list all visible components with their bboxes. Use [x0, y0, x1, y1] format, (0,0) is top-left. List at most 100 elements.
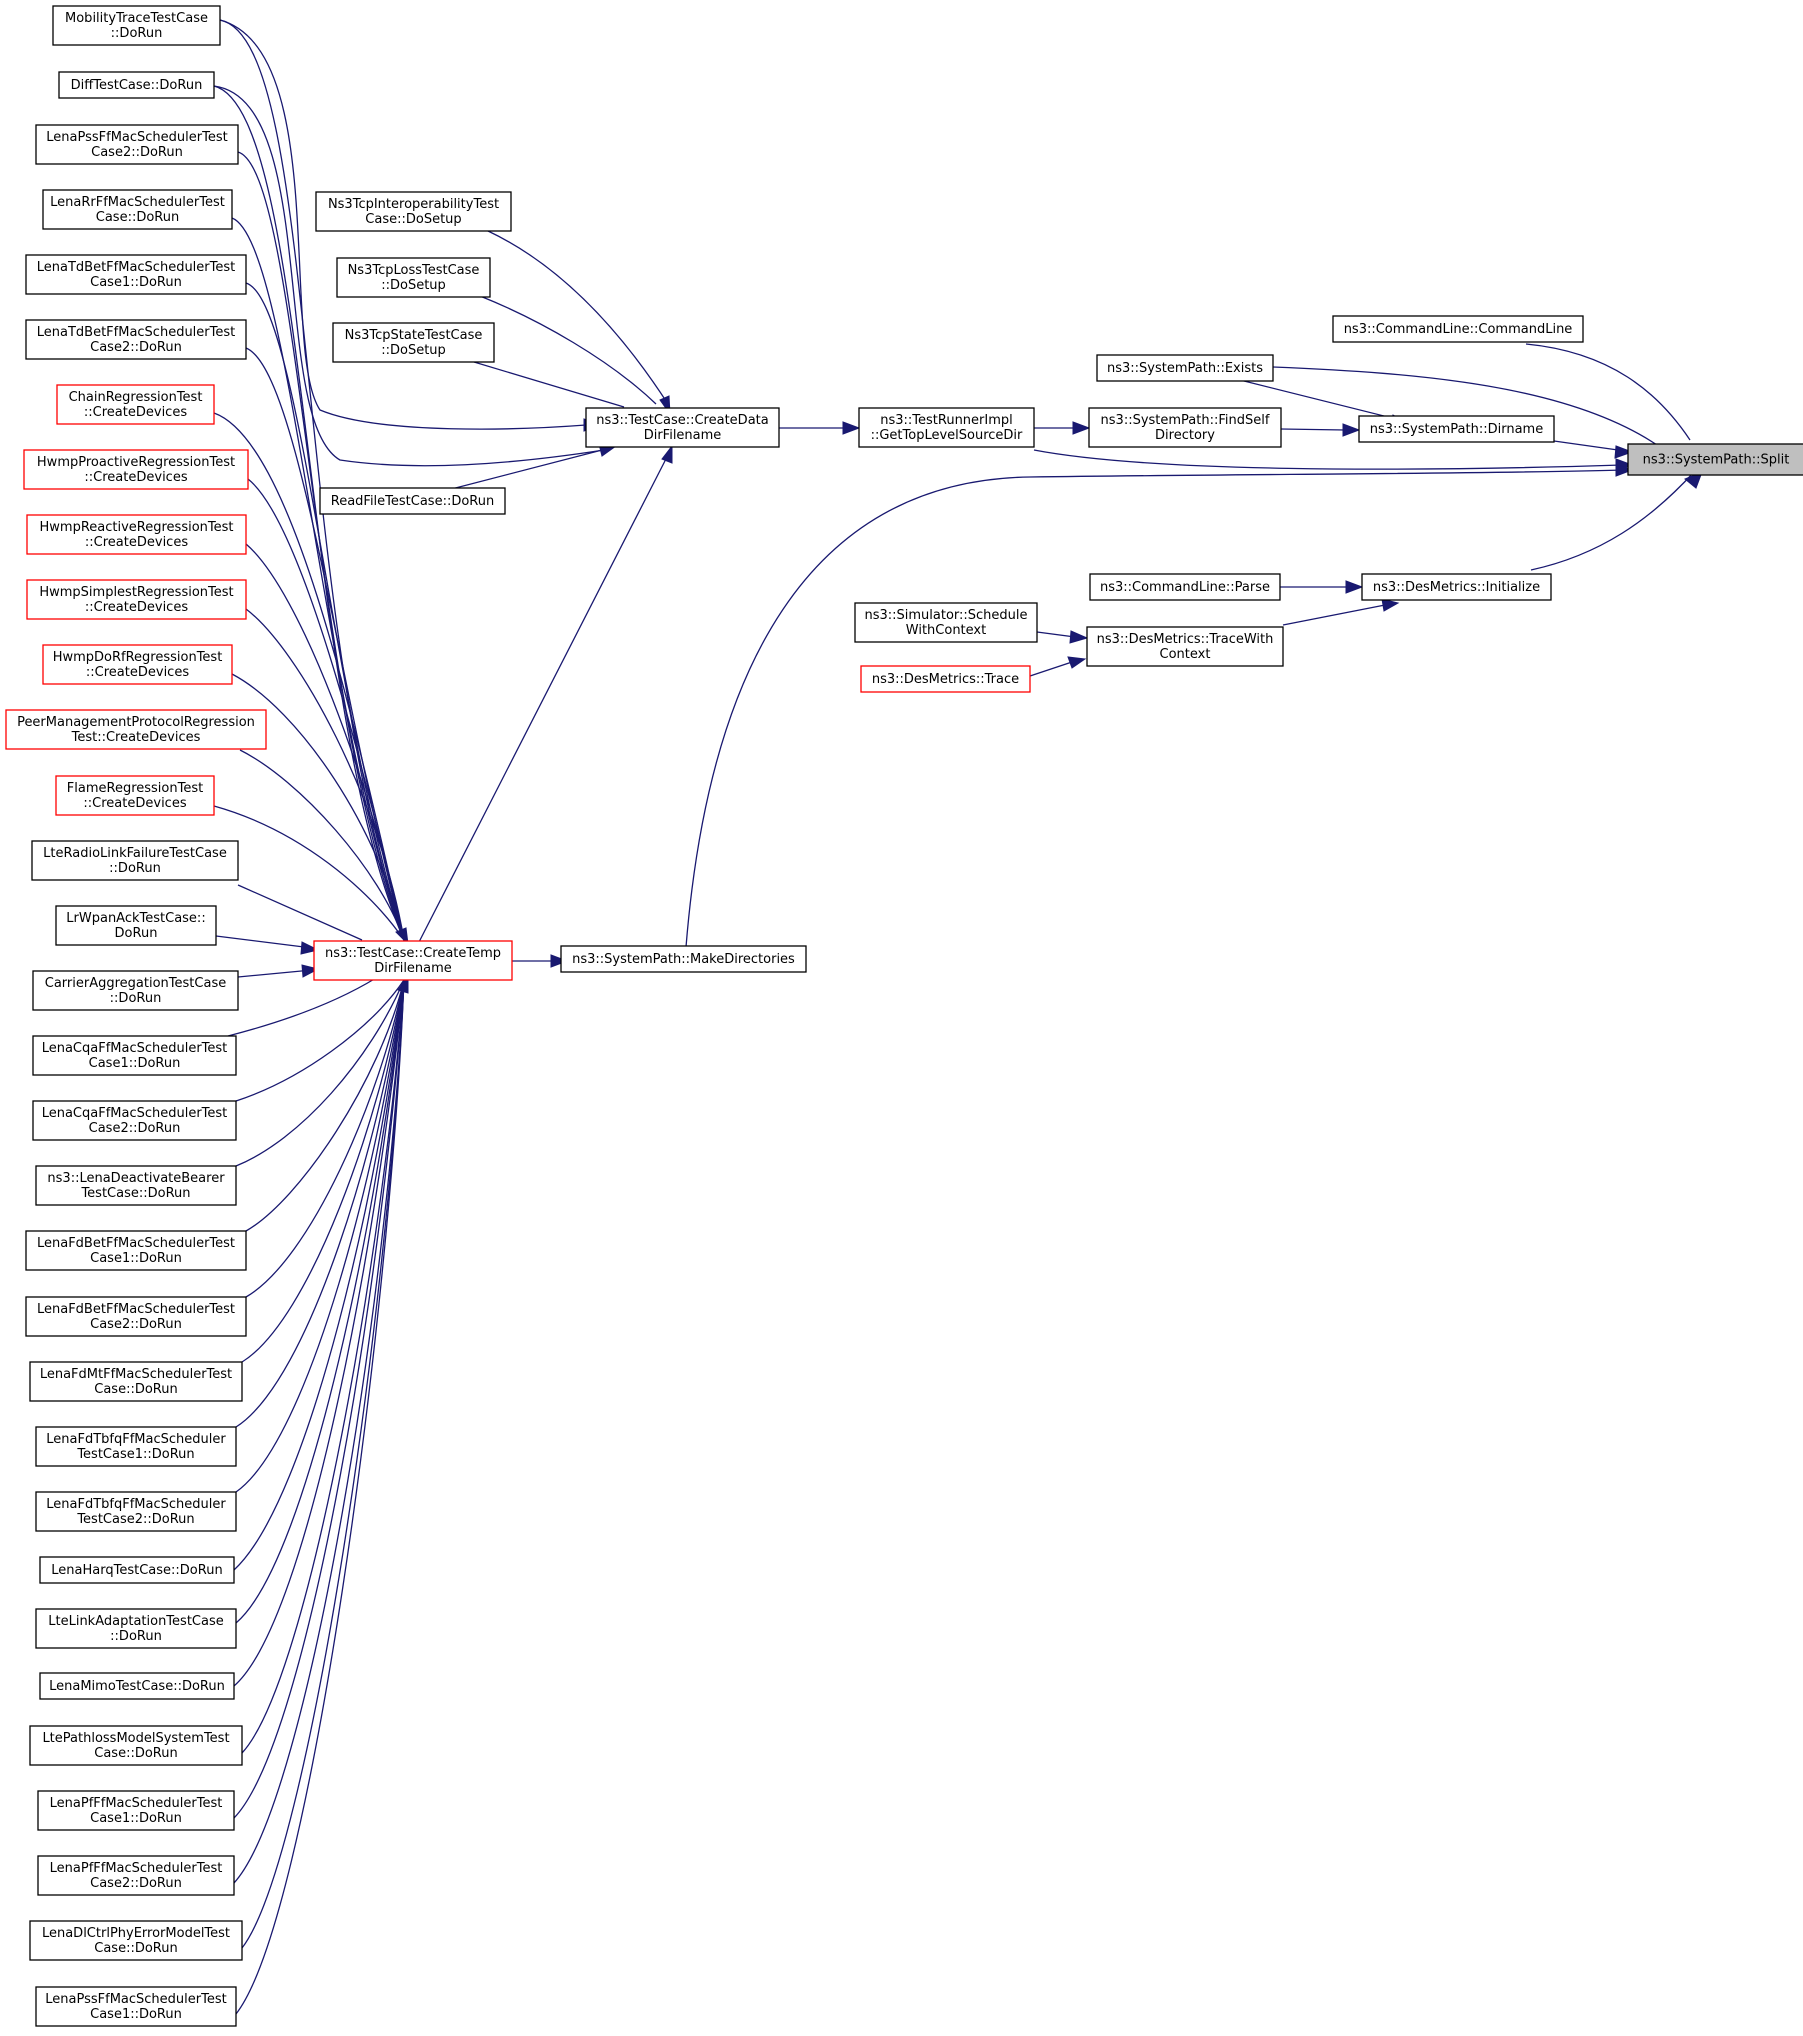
node-label: HwmpProactiveRegressionTest	[37, 455, 235, 470]
node-hwmpsimplest[interactable]: HwmpSimplestRegressionTest::CreateDevice…	[26, 579, 247, 620]
edge-cmdline-to-split	[1525, 343, 1691, 441]
node-box-hwmpsimplest	[26, 579, 247, 620]
node-label: LenaPssFfMacSchedulerTest	[45, 1992, 226, 2007]
node-label: ::DoRun	[110, 991, 162, 1006]
node-label: WithContext	[906, 623, 986, 638]
node-label: Case::DoRun	[94, 1941, 177, 1956]
node-flamereg[interactable]: FlameRegressionTest::CreateDevices	[55, 775, 215, 816]
node-box-makedirs	[560, 945, 807, 973]
node-cmdline_ctor[interactable]: ns3::CommandLine::CommandLine	[1332, 315, 1584, 343]
node-box-difftest	[58, 71, 215, 99]
edge-ltelinkadapt-to-createtemp	[235, 979, 405, 1624]
node-label: LtePathlossModelSystemTest	[42, 1731, 229, 1746]
node-label: LenaPfFfMacSchedulerTest	[50, 1796, 223, 1811]
edge-exists-to-dirname	[1239, 379, 1401, 421]
node-box-hwmpdorf	[42, 644, 233, 685]
node-box-tcploss	[336, 257, 491, 298]
node-ltelinkadapt[interactable]: LteLinkAdaptationTestCase::DoRun	[35, 1608, 237, 1649]
node-label: Ns3TcpStateTestCase	[345, 328, 483, 343]
arrowhead-findself	[1072, 421, 1091, 435]
node-hwmpdorf[interactable]: HwmpDoRfRegressionTest::CreateDevices	[42, 644, 233, 685]
edge-hwmpsimplest-to-createtemp	[245, 608, 405, 941]
node-lteradiolink[interactable]: LteRadioLinkFailureTestCase::DoRun	[31, 840, 239, 881]
node-label: TestCase2::DoRun	[76, 1512, 194, 1527]
node-peermgmt[interactable]: PeerManagementProtocolRegressionTest::Cr…	[5, 709, 267, 750]
node-label: TestCase::DoRun	[80, 1186, 190, 1201]
node-makedirs[interactable]: ns3::SystemPath::MakeDirectories	[560, 945, 807, 973]
node-label: ::DoSetup	[381, 278, 446, 293]
node-chainreg[interactable]: ChainRegressionTest::CreateDevices	[56, 384, 215, 425]
node-box-lenapss2	[35, 124, 239, 165]
node-label: Case::DoRun	[94, 1746, 177, 1761]
edge-lteradiolink-to-createtemp	[237, 884, 363, 941]
node-label: LenaFdTbfqFfMacScheduler	[46, 1432, 226, 1447]
node-label: ::DoRun	[111, 26, 163, 41]
node-lenamimo[interactable]: LenaMimoTestCase::DoRun	[39, 1672, 235, 1700]
node-hwmpreactive[interactable]: HwmpReactiveRegressionTest::CreateDevice…	[26, 514, 247, 555]
node-box-lenapf2	[37, 1855, 235, 1896]
node-lenaharq[interactable]: LenaHarqTestCase::DoRun	[39, 1556, 235, 1584]
node-difftest[interactable]: DiffTestCase::DoRun	[58, 71, 215, 99]
node-hwmpproactive[interactable]: HwmpProactiveRegressionTest::CreateDevic…	[23, 449, 249, 490]
node-label: Case1::DoRun	[89, 1056, 181, 1071]
node-label: FlameRegressionTest	[67, 781, 203, 796]
node-label: Case::DoRun	[94, 1382, 177, 1397]
node-box-readfile	[319, 487, 506, 515]
node-label: ::CreateDevices	[85, 600, 188, 615]
node-label: ns3::SystemPath::Exists	[1107, 361, 1263, 376]
node-label: ns3::TestCase::CreateTemp	[325, 946, 501, 961]
node-label: ::CreateDevices	[84, 405, 187, 420]
node-tcpstate[interactable]: Ns3TcpStateTestCase::DoSetup	[332, 322, 495, 363]
node-box-lenacqa1	[32, 1035, 237, 1076]
node-desinit[interactable]: ns3::DesMetrics::Initialize	[1361, 573, 1552, 601]
node-cmdparse[interactable]: ns3::CommandLine::Parse	[1089, 573, 1281, 601]
node-carrieragg[interactable]: CarrierAggregationTestCase::DoRun	[32, 970, 239, 1011]
node-readfile[interactable]: ReadFileTestCase::DoRun	[319, 487, 506, 515]
edge-lenapf1-to-createtemp	[233, 979, 405, 1819]
node-box-hwmpreactive	[26, 514, 247, 555]
arrowhead-tracewith-1	[1069, 630, 1089, 644]
node-box-lenatdbet1	[25, 254, 247, 295]
node-label: LteLinkAdaptationTestCase	[48, 1614, 223, 1629]
edge-lenapf2-to-createtemp	[233, 979, 405, 1884]
edge-carrieragg-to-createtemp	[237, 969, 313, 978]
node-exists[interactable]: ns3::SystemPath::Exists	[1096, 354, 1274, 382]
edge-tcpinterop-to-createdata	[487, 230, 669, 405]
node-box-lenapss1	[35, 1986, 237, 2027]
node-tcploss[interactable]: Ns3TcpLossTestCase::DoSetup	[336, 257, 491, 298]
node-label: ns3::TestCase::CreateData	[596, 413, 768, 428]
node-toplevel[interactable]: ns3::TestRunnerImpl::GetTopLevelSourceDi…	[858, 407, 1035, 448]
node-split[interactable]: ns3::SystemPath::Split	[1627, 443, 1803, 476]
node-label: Ns3TcpLossTestCase	[348, 263, 480, 278]
node-box-cmdparse	[1089, 573, 1281, 601]
node-lrwpanack[interactable]: LrWpanAckTestCase::DoRun	[55, 905, 217, 946]
edge-hwmpdorf-to-createtemp	[231, 673, 405, 941]
node-dirname[interactable]: ns3::SystemPath::Dirname	[1358, 415, 1555, 443]
node-trace[interactable]: ns3::DesMetrics::Trace	[860, 665, 1031, 693]
node-mobility[interactable]: MobilityTraceTestCase::DoRun	[52, 5, 221, 46]
